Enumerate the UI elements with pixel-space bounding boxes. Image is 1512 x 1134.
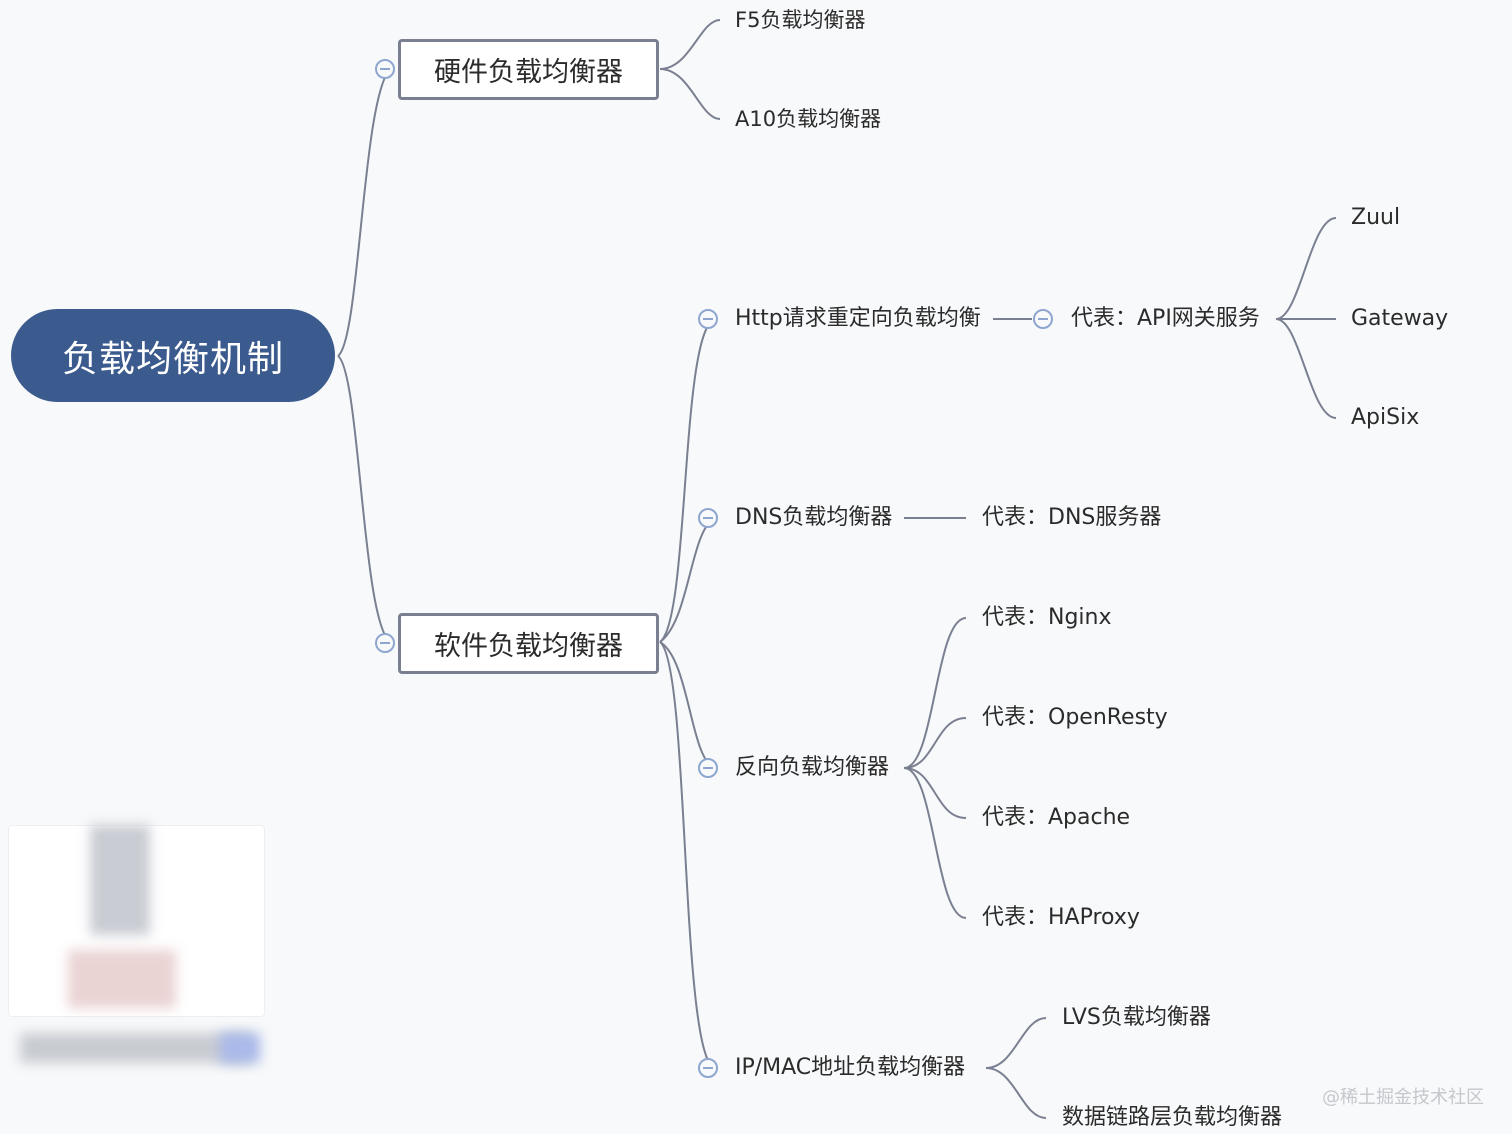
edge-rev-openresty: [903, 717, 967, 769]
api-gateway-rep-node[interactable]: 代表：API网关服务: [1071, 306, 1260, 331]
edge-rev-apache: [903, 767, 967, 819]
blurred-overlay-panel: [0, 805, 270, 1134]
software-label: 软件负载均衡器: [434, 631, 623, 662]
edge-rep-apisix: [1275, 318, 1337, 419]
hardware-label: 硬件负载均衡器: [434, 57, 623, 88]
blurred-thumbnail: [68, 950, 176, 1008]
leaf-apache[interactable]: 代表：Apache: [982, 805, 1131, 830]
hardware-collapse-toggle-icon[interactable]: [375, 59, 395, 79]
edge-rev-haproxy: [903, 767, 967, 919]
blurred-figure: [90, 825, 150, 935]
leaf-f5[interactable]: F5负载均衡器: [735, 8, 866, 32]
edge-root-software: [337, 355, 391, 643]
blurred-toolbar: [20, 1033, 250, 1063]
edge-root-hardware: [337, 68, 391, 357]
edge-rev-nginx: [903, 617, 967, 769]
dns-rep-node[interactable]: 代表：DNS服务器: [982, 505, 1162, 530]
root-node[interactable]: 负载均衡机制: [11, 309, 335, 402]
edge-sw-ipmac: [659, 641, 716, 1069]
edge-hw-a10: [659, 68, 721, 120]
leaf-a10[interactable]: A10负载均衡器: [735, 107, 882, 131]
leaf-lvs[interactable]: LVS负载均衡器: [1062, 1005, 1211, 1030]
leaf-gateway[interactable]: Gateway: [1351, 306, 1449, 331]
blurred-toolbar-accent: [220, 1033, 260, 1063]
leaf-haproxy[interactable]: 代表：HAProxy: [982, 905, 1140, 930]
software-collapse-toggle-icon[interactable]: [375, 633, 395, 653]
root-label: 负载均衡机制: [61, 338, 284, 380]
dns-node[interactable]: DNS负载均衡器: [735, 505, 893, 530]
software-node[interactable]: 软件负载均衡器: [398, 613, 659, 674]
leaf-datalink[interactable]: 数据链路层负载均衡器: [1062, 1105, 1283, 1130]
leaf-zuul[interactable]: Zuul: [1351, 205, 1401, 230]
edge-ip-dll: [985, 1067, 1047, 1119]
edge-rep-zuul: [1275, 217, 1337, 320]
dns-collapse-toggle-icon[interactable]: [698, 508, 718, 528]
edge-ip-lvs: [985, 1017, 1047, 1069]
hardware-node[interactable]: 硬件负载均衡器: [398, 39, 659, 100]
reverse-node[interactable]: 反向负载均衡器: [735, 755, 890, 780]
leaf-nginx[interactable]: 代表：Nginx: [982, 605, 1112, 630]
watermark: @稀土掘金技术社区: [1322, 1087, 1484, 1108]
http-redirect-node[interactable]: Http请求重定向负载均衡: [735, 306, 981, 331]
ipmac-collapse-toggle-icon[interactable]: [698, 1058, 718, 1078]
ipmac-node[interactable]: IP/MAC地址负载均衡器: [735, 1055, 966, 1080]
edge-hw-f5: [659, 19, 721, 70]
leaf-openresty[interactable]: 代表：OpenResty: [982, 705, 1168, 730]
edge-sw-http: [659, 318, 716, 643]
reverse-collapse-toggle-icon[interactable]: [698, 758, 718, 778]
http-collapse-toggle-icon[interactable]: [698, 309, 718, 329]
leaf-apisix[interactable]: ApiSix: [1351, 405, 1420, 430]
api-gateway-collapse-toggle-icon[interactable]: [1033, 309, 1053, 329]
